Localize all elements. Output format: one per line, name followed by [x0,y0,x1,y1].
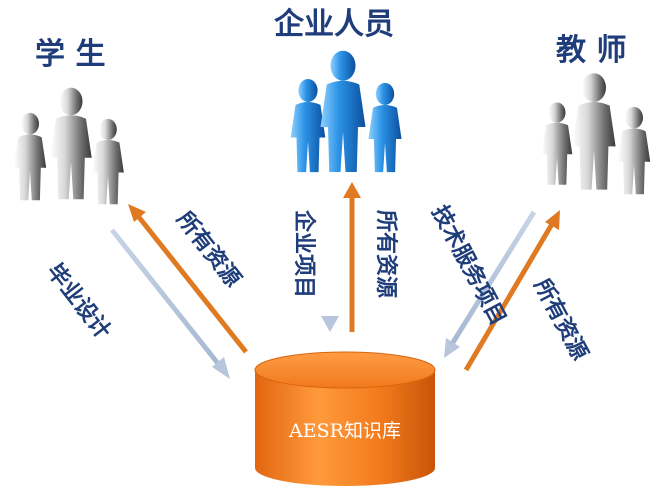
teachers-resources-arrow [463,222,555,372]
students-resources-arrow [136,214,248,354]
enterprise-projects-arrowhead [321,316,339,332]
database-label: AESR知识库 [289,420,401,442]
enterprise-title: 企业人员 [274,7,394,42]
teachers-resources-arrowhead [545,210,560,230]
tech-service-arrow [449,210,537,346]
tech-service-arrowhead [444,338,460,358]
teachers-title: 教 师 [556,33,627,68]
enterprise-projects-label: 企业项目 [291,209,316,299]
people-group-blue-icon [290,50,402,173]
people-group-gray-icon [541,73,651,195]
enterprise-resources-arrowhead [343,182,361,198]
enterprise-resources-label: 所有资源 [373,209,398,299]
students-title: 学 生 [35,37,106,72]
students-resources-arrowhead [128,204,146,222]
graduation-design-arrow [110,228,222,368]
people-group-gray-icon [13,87,124,205]
graduation-design-arrowhead [212,357,230,379]
database-cylinder-icon [254,351,436,486]
